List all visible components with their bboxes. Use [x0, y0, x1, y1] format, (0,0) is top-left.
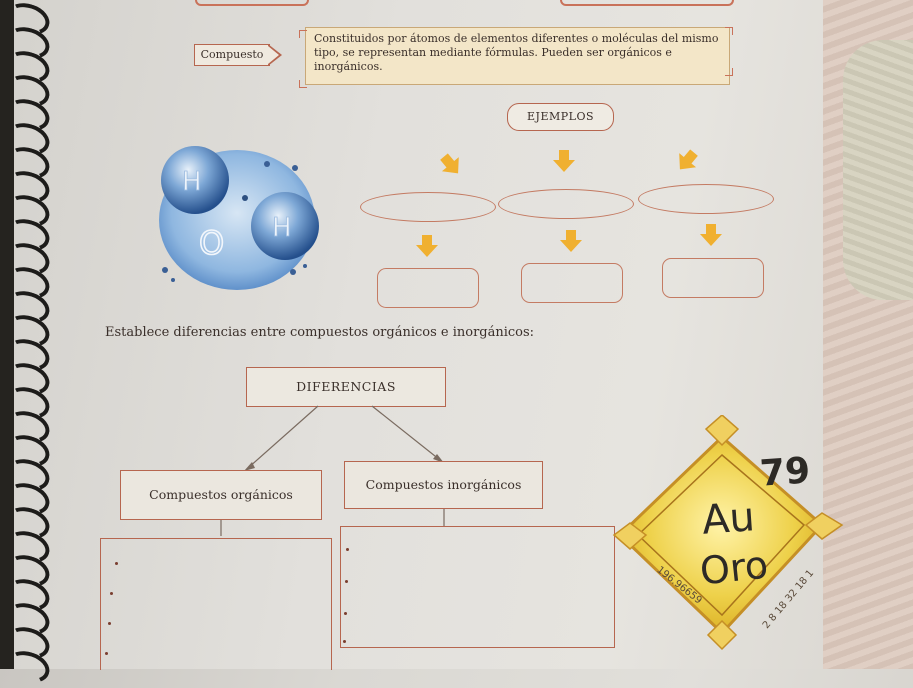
corner-ornament [299, 80, 307, 88]
atomic-number: 79 [758, 450, 812, 495]
bullet-dot [346, 548, 349, 551]
arrow-down-icon [416, 235, 438, 257]
definition-box: Constituidos por átomos de elementos dif… [305, 27, 730, 85]
example-box-3[interactable] [662, 258, 764, 298]
bullet-dot [105, 652, 108, 655]
corner-ornament [725, 27, 733, 35]
element-name: Oro [697, 542, 771, 594]
element-symbol: Au [700, 494, 757, 544]
bullet-dot [343, 640, 346, 643]
water-molecule-illustration: H H O [159, 146, 319, 290]
example-box-2[interactable] [521, 263, 623, 303]
example-ellipse-2[interactable] [498, 189, 634, 219]
element-card-gold [612, 415, 844, 651]
definition-text: Constituidos por átomos de elementos dif… [314, 32, 719, 73]
corner-ornament [725, 68, 733, 76]
example-ellipse-1[interactable] [360, 192, 496, 222]
arrow-right-icon-inner [268, 46, 279, 64]
arrow-down-icon [553, 150, 575, 172]
bullet-dot [108, 622, 111, 625]
bullet-dot [345, 580, 348, 583]
bullet-dot [115, 562, 118, 565]
ejemplos-label: EJEMPLOS [507, 103, 614, 131]
organicos-answer-box[interactable] [100, 538, 332, 670]
arrow-down-icon [679, 149, 698, 170]
arrow-down-icon [700, 224, 722, 246]
atom-h2-label: H [272, 213, 292, 243]
arrow-down-icon [560, 230, 582, 252]
top-decoration [560, 0, 734, 6]
diferencias-title: DIFERENCIAS [246, 367, 446, 407]
inorganicos-answer-box[interactable] [340, 526, 615, 648]
corner-ornament [299, 30, 307, 38]
arrow-down-icon [440, 153, 459, 174]
compuestos-organicos-box: Compuestos orgánicos [120, 470, 322, 520]
example-ellipse-3[interactable] [638, 184, 774, 214]
atom-o-label: O [199, 224, 224, 262]
compuestos-inorganicos-box: Compuestos inorgánicos [344, 461, 543, 509]
example-box-1[interactable] [377, 268, 479, 308]
atom-h1-label: H [182, 167, 202, 197]
bullet-dot [110, 592, 113, 595]
question-text: Establece diferencias entre compuestos o… [105, 325, 535, 340]
compuesto-label: Compuesto [194, 44, 270, 66]
background-knit [843, 40, 913, 300]
top-decoration [195, 0, 309, 6]
bullet-dot [344, 612, 347, 615]
spiral-binding [0, 0, 14, 669]
